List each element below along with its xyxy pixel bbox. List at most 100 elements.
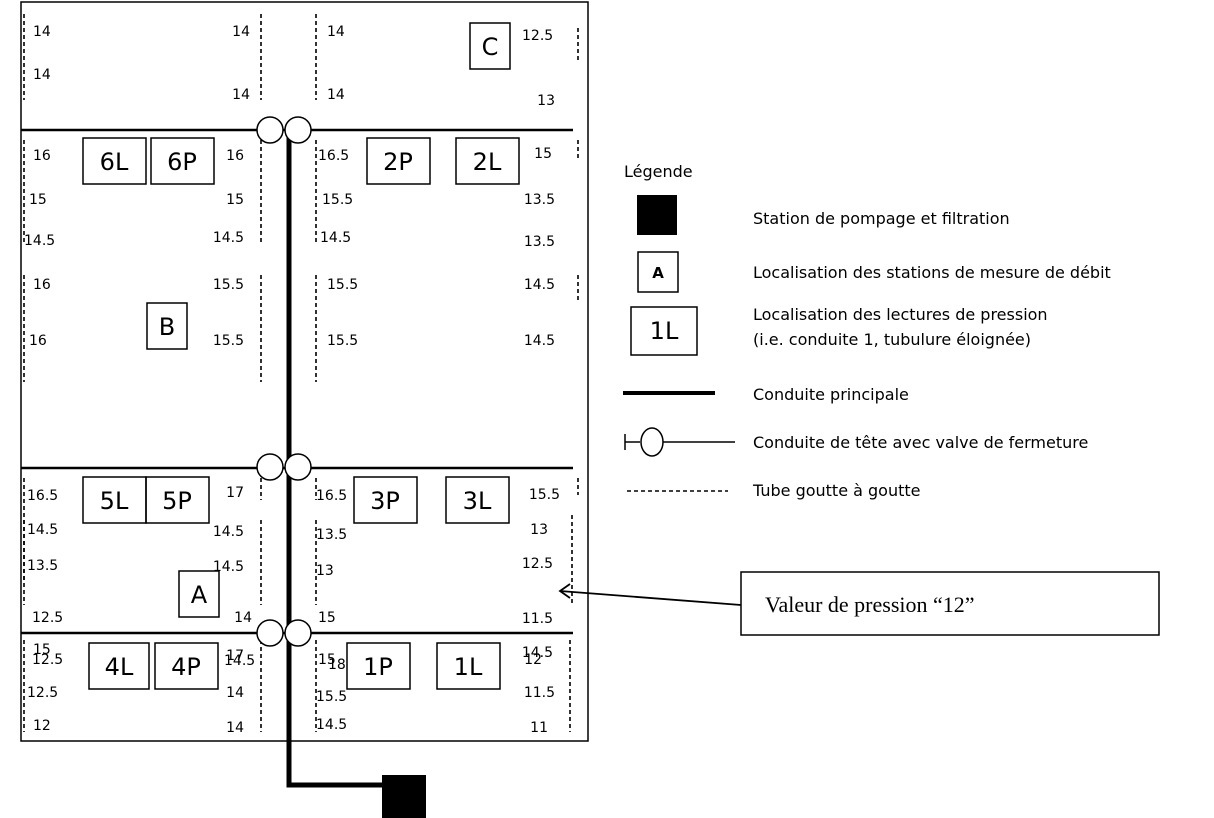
callout-box bbox=[740, 571, 1160, 636]
pressure-value: 14.5 bbox=[213, 230, 244, 246]
legend-pump-swatch bbox=[637, 195, 677, 235]
field-label-A: A bbox=[191, 581, 208, 609]
pressure-value: 13 bbox=[316, 563, 334, 579]
main-pipe bbox=[286, 130, 384, 788]
pressure-value: 16 bbox=[226, 148, 244, 164]
pressure-value: 17 bbox=[226, 485, 244, 501]
legend-item-drip: Tube goutte à goutte bbox=[752, 481, 921, 500]
pressure-value: 13 bbox=[530, 522, 548, 538]
label-boxes: 6L 6P 2P 2L B C 5L 5P 3P 3L A 4L 4P 1P 1… bbox=[82, 22, 520, 690]
field-label-4P: 4P bbox=[171, 653, 201, 681]
pressure-value: 15 bbox=[318, 652, 336, 668]
legend-station-swatch bbox=[637, 251, 679, 293]
pressure-value: 15.5 bbox=[322, 192, 353, 208]
pressure-value: 14.5 bbox=[27, 522, 58, 538]
callout-arrowhead bbox=[558, 583, 571, 599]
field-label-6P: 6P bbox=[167, 148, 197, 176]
pressure-value: 16.5 bbox=[316, 488, 347, 504]
pressure-value: 15 bbox=[534, 146, 552, 162]
field-label-5P: 5P bbox=[162, 487, 192, 515]
legend-item-main-pipe: Conduite principale bbox=[753, 385, 909, 404]
legend-item-pump: Station de pompage et filtration bbox=[753, 209, 1010, 228]
pressure-value: 16.5 bbox=[27, 488, 58, 504]
field-outline bbox=[20, 1, 589, 742]
legend-title: Légende bbox=[624, 162, 693, 181]
pressure-value: 13.5 bbox=[27, 558, 58, 574]
pressure-value: 18 bbox=[328, 657, 346, 673]
pressure-value: 15 bbox=[318, 610, 336, 626]
legend: Légende Station de pompage et filtration… bbox=[623, 162, 1111, 500]
field-label-3L: 3L bbox=[463, 487, 492, 515]
field-label-4L: 4L bbox=[105, 653, 134, 681]
pressure-values-bottom: 17 18 14.5 12.5 14 15.5 11.5 12 14 14.5 … bbox=[27, 645, 555, 736]
field-label-5L: 5L bbox=[100, 487, 129, 515]
pressure-value: 14 bbox=[327, 24, 345, 40]
pressure-value: 16 bbox=[33, 148, 51, 164]
pressure-value: 15 bbox=[29, 192, 47, 208]
pressure-value: 14.5 bbox=[320, 230, 351, 246]
field-label-B: B bbox=[159, 313, 175, 341]
pumping-station bbox=[382, 775, 426, 818]
field-label-1L: 1L bbox=[454, 653, 483, 681]
pressure-value: 15 bbox=[33, 642, 51, 658]
legend-item-valve: Conduite de tête avec valve de fermeture bbox=[753, 433, 1088, 452]
legend-item-station: Localisation des stations de mesure de d… bbox=[753, 263, 1111, 282]
pressure-value: 14.5 bbox=[522, 645, 553, 661]
pressure-value: 14.5 bbox=[524, 333, 555, 349]
pressure-value: 12.5 bbox=[27, 685, 58, 701]
pressure-value: 11 bbox=[530, 720, 548, 736]
pressure-value: 13.5 bbox=[316, 527, 347, 543]
pressure-value: 12 bbox=[33, 718, 51, 734]
pressure-value: 12 bbox=[524, 652, 542, 668]
pressure-values: 14 14 14 14 14 14 12.5 13 16 16 16.5 15 … bbox=[24, 24, 560, 669]
field-label-2L: 2L bbox=[473, 148, 502, 176]
pressure-value: 12.5 bbox=[32, 610, 63, 626]
pressure-value: 14.5 bbox=[524, 277, 555, 293]
field-label-C: C bbox=[482, 33, 499, 61]
pressure-value: 14 bbox=[33, 24, 51, 40]
pressure-value: 14 bbox=[327, 87, 345, 103]
field-label-2P: 2P bbox=[383, 148, 413, 176]
callout-arrow bbox=[559, 590, 742, 606]
legend-station-sample: A bbox=[652, 264, 664, 282]
field-label-3P: 3P bbox=[370, 487, 400, 515]
pressure-value: 14 bbox=[226, 685, 244, 701]
pressure-value: 14 bbox=[226, 720, 244, 736]
pressure-value: 14 bbox=[234, 610, 252, 626]
pressure-value: 15.5 bbox=[327, 277, 358, 293]
pressure-value: 12.5 bbox=[522, 28, 553, 44]
pressure-value: 14.5 bbox=[213, 524, 244, 540]
pressure-value: 13.5 bbox=[524, 234, 555, 250]
field-label-6L: 6L bbox=[100, 148, 129, 176]
callout: Valeur de pression “12” bbox=[558, 571, 1160, 636]
pressure-value: 14 bbox=[232, 87, 250, 103]
pressure-value: 14.5 bbox=[316, 717, 347, 733]
pressure-value: 15.5 bbox=[213, 277, 244, 293]
pressure-value: 14.5 bbox=[213, 559, 244, 575]
pressure-value: 15.5 bbox=[316, 689, 347, 705]
pressure-value: 11.5 bbox=[522, 611, 553, 627]
legend-pressure-swatch bbox=[630, 306, 698, 356]
legend-item-pressure: Localisation des lectures de pression bbox=[753, 305, 1048, 324]
drip-tubes bbox=[23, 14, 579, 732]
pressure-value: 13.5 bbox=[524, 192, 555, 208]
pressure-value: 12.5 bbox=[522, 556, 553, 572]
pressure-value: 16.5 bbox=[318, 148, 349, 164]
pressure-value: 16 bbox=[29, 333, 47, 349]
pressure-value: 15.5 bbox=[529, 487, 560, 503]
field-label-1P: 1P bbox=[363, 653, 393, 681]
callout-text: Valeur de pression “12” bbox=[765, 592, 975, 617]
pressure-value: 15 bbox=[226, 192, 244, 208]
valves bbox=[256, 116, 312, 647]
pressure-value: 15.5 bbox=[327, 333, 358, 349]
legend-valve-sample bbox=[640, 427, 664, 457]
pressure-value: 11.5 bbox=[524, 685, 555, 701]
pressure-value: 14 bbox=[232, 24, 250, 40]
pressure-value: 13 bbox=[537, 93, 555, 109]
legend-pressure-sample: 1L bbox=[650, 317, 679, 345]
pressure-value: 14.5 bbox=[224, 653, 255, 669]
pressure-value: 14 bbox=[33, 67, 51, 83]
pressure-value: 15.5 bbox=[213, 333, 244, 349]
pressure-value: 12.5 bbox=[32, 652, 63, 668]
